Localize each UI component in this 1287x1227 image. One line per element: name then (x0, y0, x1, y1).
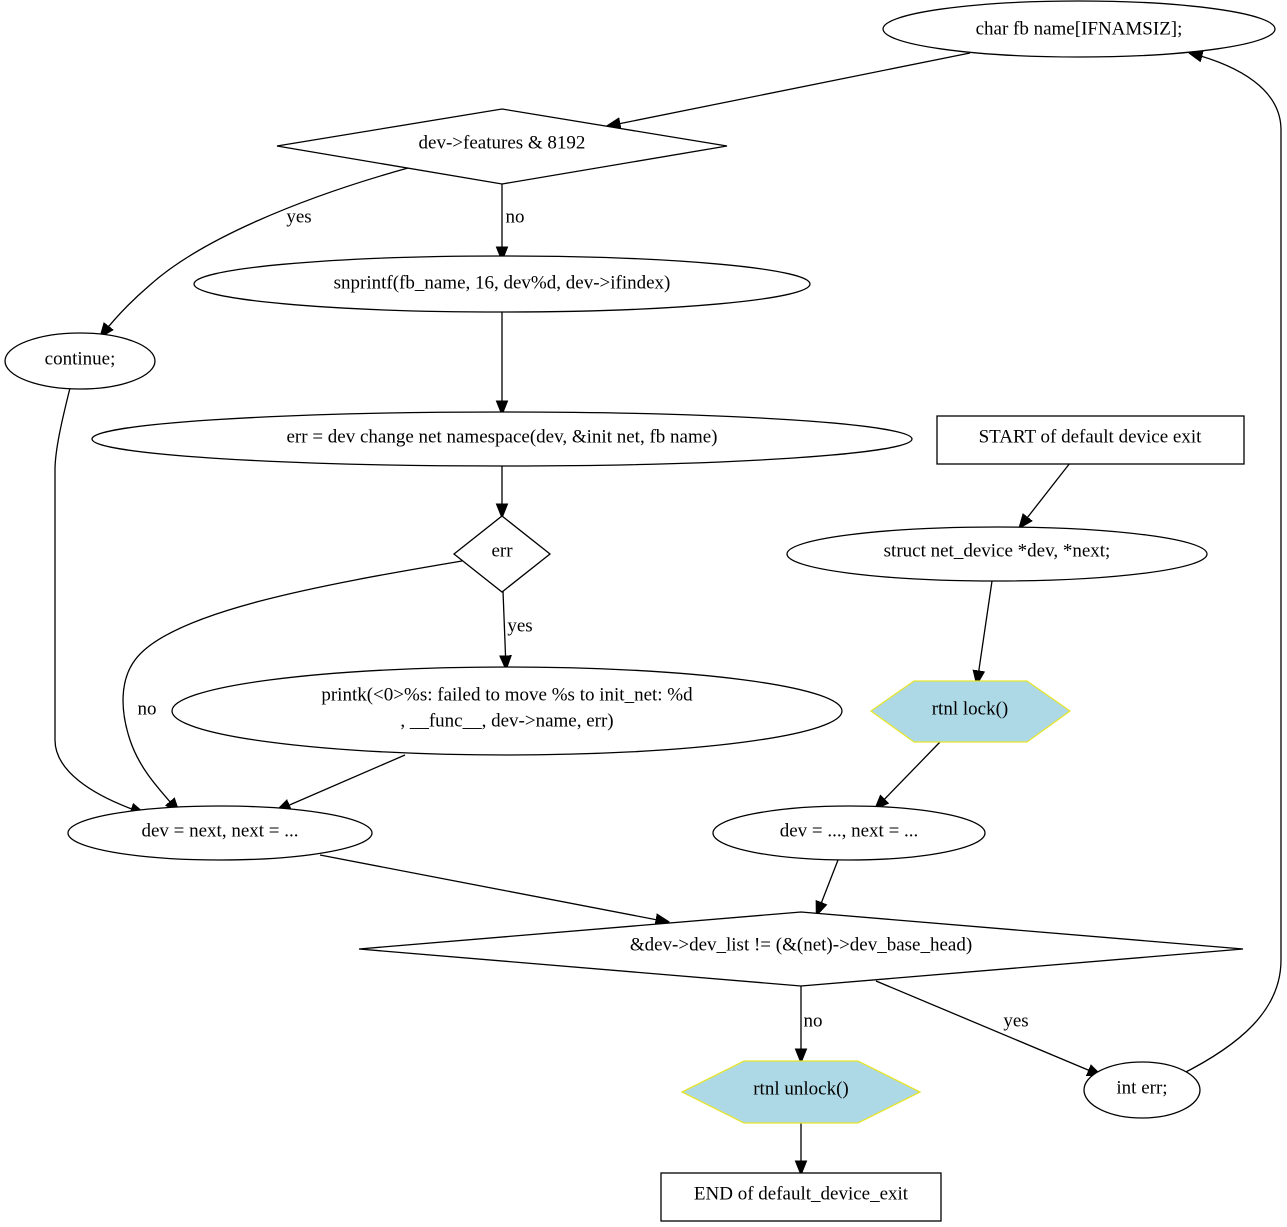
node-printk-label-line2: , __func__, dev->name, err) (400, 711, 613, 732)
node-struct-decl: struct net_device *dev, *next; (786, 526, 1208, 582)
node-list-check-label: &dev->dev_list != (&(net)->dev_base_head… (630, 935, 972, 956)
node-rtnl-lock-label: rtnl lock() (932, 699, 1009, 720)
edge-interr-to-charfb (1179, 53, 1282, 1076)
edge-listcheck-to-interr (875, 980, 1100, 1075)
edge-printk-to-devnext (278, 754, 406, 810)
edge-labels: yes no yes no no yes (138, 207, 1029, 1032)
node-dev-features-label: dev->features & 8192 (419, 133, 586, 154)
node-snprintf: snprintf(fb_name, 16, dev%d, dev->ifinde… (193, 255, 811, 313)
edge-charfb-to-features (608, 52, 971, 126)
edge-errcheck-to-devnext (122, 560, 463, 811)
node-err-decision: err (452, 515, 552, 593)
node-start: START of default device exit (936, 415, 1245, 465)
edge-rtnllock-to-devinit (876, 741, 941, 808)
edge-label-features-no: no (506, 207, 525, 228)
edge-devnext-to-listcheck (319, 854, 668, 922)
node-end-label: END of default_device_exit (694, 1184, 909, 1205)
edges (54, 52, 1282, 1173)
node-int-err-label: int err; (1116, 1078, 1167, 1099)
edge-label-features-yes: yes (286, 207, 311, 228)
edge-label-err-no: no (138, 699, 157, 720)
node-end: END of default_device_exit (660, 1172, 942, 1222)
node-list-check-decision: &dev->dev_list != (&(net)->dev_base_head… (358, 911, 1244, 987)
edge-start-to-struct (1020, 462, 1071, 527)
node-struct-decl-label: struct net_device *dev, *next; (884, 541, 1111, 562)
node-dev-next-next: dev = next, next = ... (67, 805, 373, 861)
edge-continue-to-devnext (54, 387, 143, 813)
node-printk-label-line1: printk(<0>%s: failed to move %s to init_… (321, 685, 693, 706)
node-dev-next-next-label: dev = next, next = ... (141, 821, 298, 842)
node-continue-label: continue; (45, 349, 116, 370)
node-rtnl-lock: rtnl lock() (869, 680, 1072, 743)
node-continue: continue; (4, 332, 156, 390)
edge-label-list-no: no (804, 1011, 823, 1032)
edge-label-list-yes: yes (1003, 1011, 1028, 1032)
node-err-assign-label: err = dev change net namespace(dev, &ini… (287, 427, 718, 448)
node-rtnl-unlock-label: rtnl unlock() (753, 1079, 849, 1100)
node-err-assign: err = dev change net namespace(dev, &ini… (91, 411, 913, 467)
edge-features-to-continue (101, 167, 409, 336)
node-rtnl-unlock: rtnl unlock() (680, 1060, 922, 1124)
node-err-decision-label: err (491, 541, 513, 562)
edge-errcheck-to-printk (503, 590, 506, 668)
edge-struct-to-rtnllock (977, 580, 993, 683)
node-char-fb-name-label: char fb name[IFNAMSIZ]; (976, 19, 1183, 40)
node-start-label: START of default device exit (979, 427, 1203, 448)
node-dev-init: dev = ..., next = ... (712, 805, 986, 861)
node-dev-features-decision: dev->features & 8192 (276, 108, 728, 185)
node-dev-init-label: dev = ..., next = ... (780, 821, 919, 842)
node-snprintf-label: snprintf(fb_name, 16, dev%d, dev->ifinde… (334, 273, 671, 294)
edge-devinit-to-listcheck (817, 859, 839, 914)
node-printk: printk(<0>%s: failed to move %s to init_… (171, 666, 843, 756)
nodes: char fb name[IFNAMSIZ]; dev->features & … (4, 0, 1276, 1222)
node-int-err: int err; (1083, 1061, 1201, 1119)
node-char-fb-name: char fb name[IFNAMSIZ]; (882, 0, 1276, 58)
edge-label-err-yes: yes (507, 616, 532, 637)
